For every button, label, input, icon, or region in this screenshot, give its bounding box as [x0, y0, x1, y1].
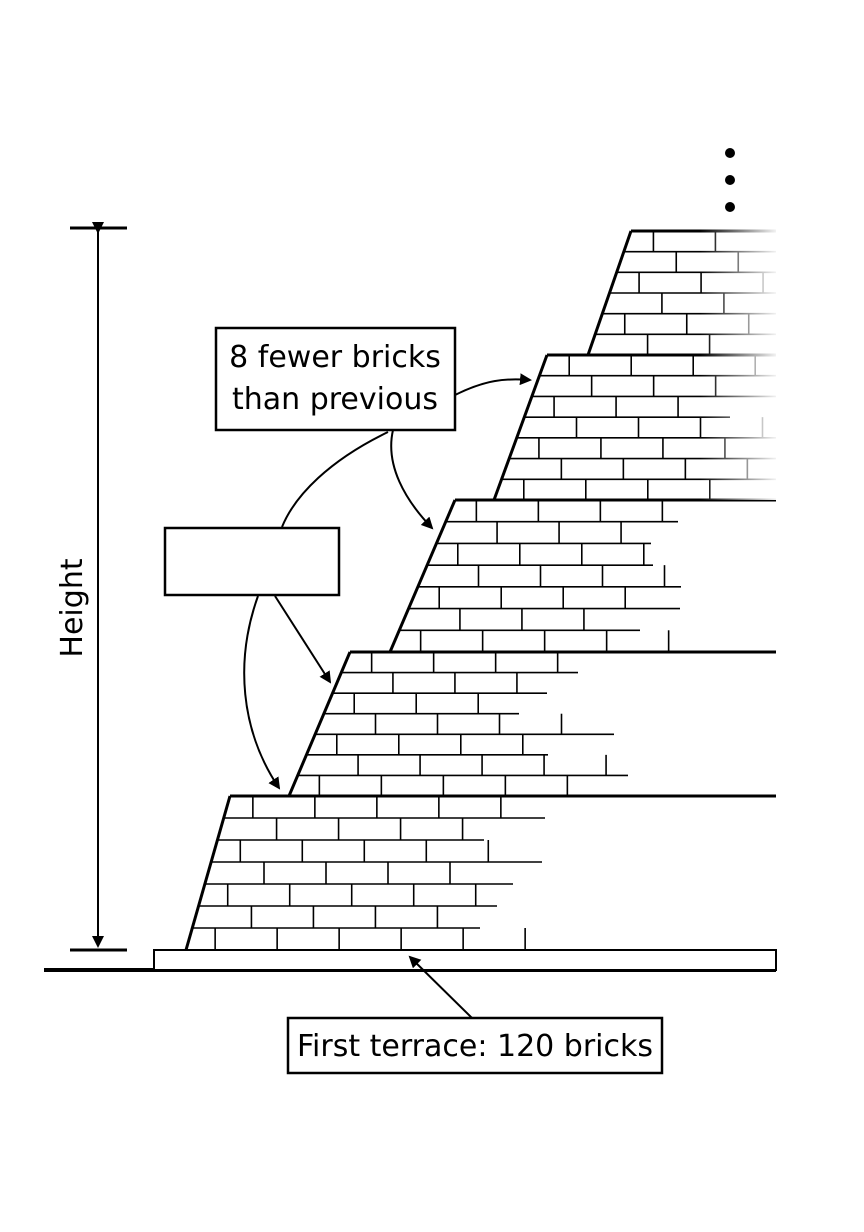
terrace-slope: [184, 795, 232, 951]
continuation-dot: [725, 175, 735, 185]
blank-answer-box: [163, 526, 341, 597]
height-label: Height: [55, 558, 90, 657]
arrow-to-terrace-2: [274, 595, 332, 684]
base-slab: [153, 949, 777, 971]
continuation-dot: [725, 202, 735, 212]
decrease-label-box: 8 fewer bricks than previous: [214, 326, 457, 432]
terrace-slope: [492, 354, 549, 501]
decrease-label-line1: 8 fewer bricks: [229, 340, 441, 375]
arrow-to-terrace-1: [243, 595, 281, 790]
first-terrace-label: First terrace: 120 bricks: [297, 1029, 653, 1064]
height-dimension: Height: [55, 222, 127, 952]
arrow-connector: [281, 431, 389, 528]
terrace-slope: [388, 499, 457, 653]
arrow-to-terrace-4: [454, 373, 532, 396]
decrease-label-line2: than previous: [232, 382, 438, 417]
arrow-to-terrace-3: [390, 429, 434, 530]
top-fade: [700, 225, 780, 500]
arrow-to-base: [408, 955, 473, 1019]
continuation-dot: [725, 148, 735, 158]
terrace-slope: [287, 651, 352, 797]
first-terrace-label-box: First terrace: 120 bricks: [286, 1016, 664, 1075]
